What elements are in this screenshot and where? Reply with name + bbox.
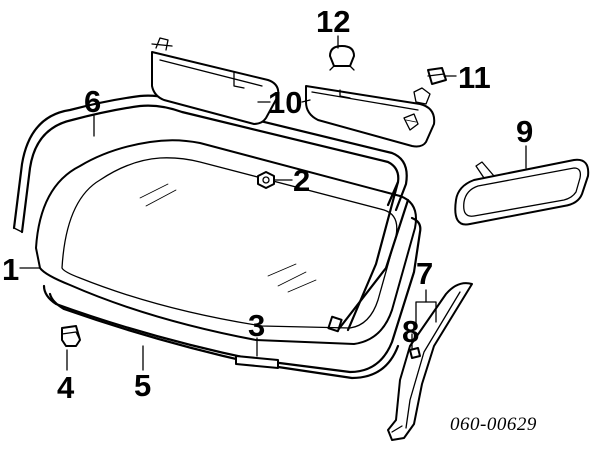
weatherstrip-moulding [12,94,410,333]
callout-12: 12 [316,4,350,39]
callout-3: 3 [248,308,265,343]
a-pillar-trim [387,282,473,441]
sun-visor-left [151,37,280,125]
callout-10: 10 [268,85,302,120]
sun-visor-right [305,85,436,148]
callout-11: 11 [458,60,491,95]
windshield-glass [35,139,417,345]
callout-2: 2 [293,163,310,198]
visor-bracket-clip [427,67,447,85]
callout-7: 7 [416,256,433,291]
leader-lines [19,35,527,371]
callout-1: 1 [2,252,19,287]
spacer-strip [235,355,279,369]
callout-6: 6 [84,84,101,119]
mirror-mount-button [257,171,275,189]
callout-8: 8 [402,314,419,349]
moulding-clip [61,325,81,347]
diagram-code: 060-00629 [450,414,537,435]
rear-view-mirror [454,158,590,226]
visor-clip [329,45,355,71]
callout-9: 9 [516,114,533,149]
callout-4: 4 [57,370,75,405]
callout-5: 5 [134,368,151,403]
pillar-screw [409,347,421,359]
